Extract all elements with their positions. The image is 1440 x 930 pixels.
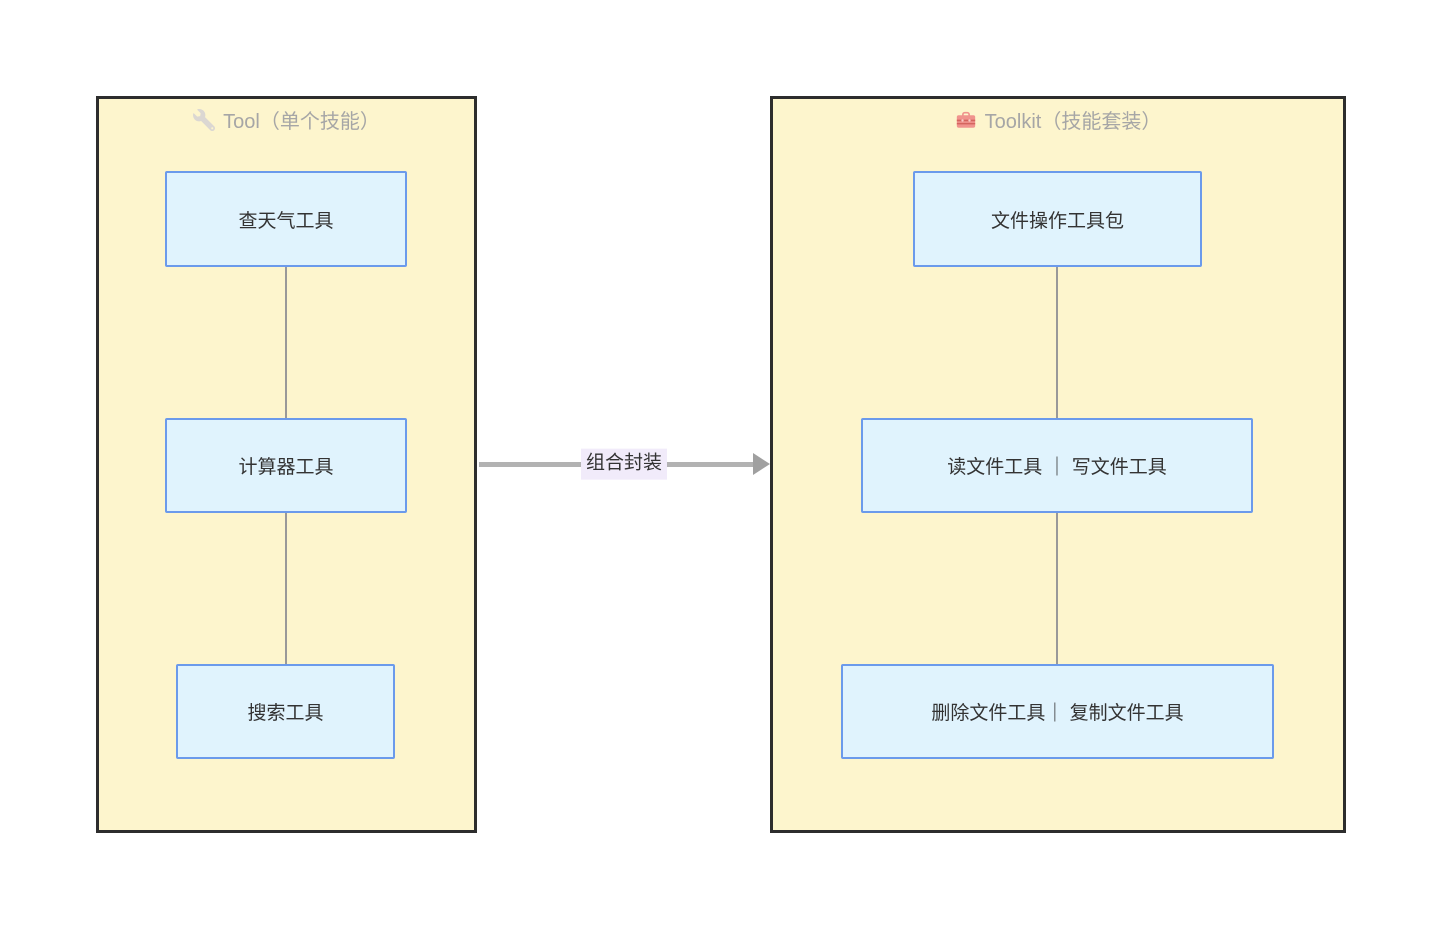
connector-weather-calculator (285, 267, 287, 418)
group-tool: Tool（单个技能） 查天气工具 计算器工具 搜索工具 (96, 96, 477, 833)
group-toolkit-title-text: Toolkit（技能套装） (984, 111, 1162, 133)
node-file-toolkit: 文件操作工具包 (913, 171, 1202, 267)
node-search-tool: 搜索工具 (176, 664, 395, 759)
wrench-icon (193, 108, 216, 131)
toolbox-icon (955, 109, 977, 131)
edge-arrowhead-icon (753, 453, 770, 475)
node-calculator-tool: 计算器工具 (165, 418, 407, 513)
connector-readwrite-deletecopy (1056, 513, 1058, 664)
group-toolkit-title: Toolkit（技能套装） (773, 105, 1343, 134)
group-tool-title-text: Tool（单个技能） (223, 111, 380, 133)
group-toolkit: Toolkit（技能套装） 文件操作工具包 读文件工具 ｜ 写文件工具 删除文件… (770, 96, 1346, 833)
node-read-write-tools: 读文件工具 ｜ 写文件工具 (861, 418, 1253, 513)
node-delete-copy-tools: 删除文件工具｜ 复制文件工具 (841, 664, 1274, 759)
connector-calculator-search (285, 513, 287, 664)
group-tool-title: Tool（单个技能） (99, 105, 474, 134)
edge-label: 组合封装 (580, 448, 668, 480)
connector-toolkit-readwrite (1056, 267, 1058, 418)
node-weather-tool: 查天气工具 (165, 171, 407, 267)
